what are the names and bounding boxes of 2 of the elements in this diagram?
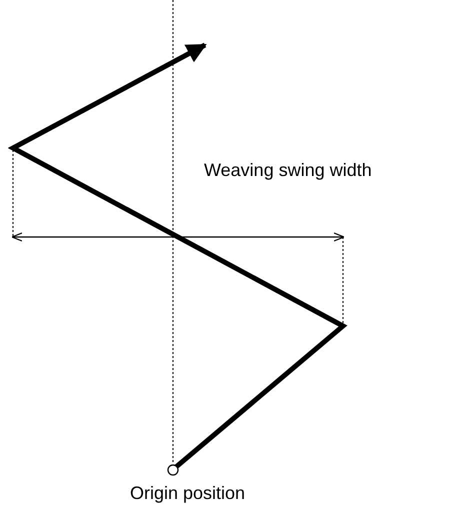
label: Origin position xyxy=(130,483,246,505)
label: Weaving swing width xyxy=(204,160,372,182)
